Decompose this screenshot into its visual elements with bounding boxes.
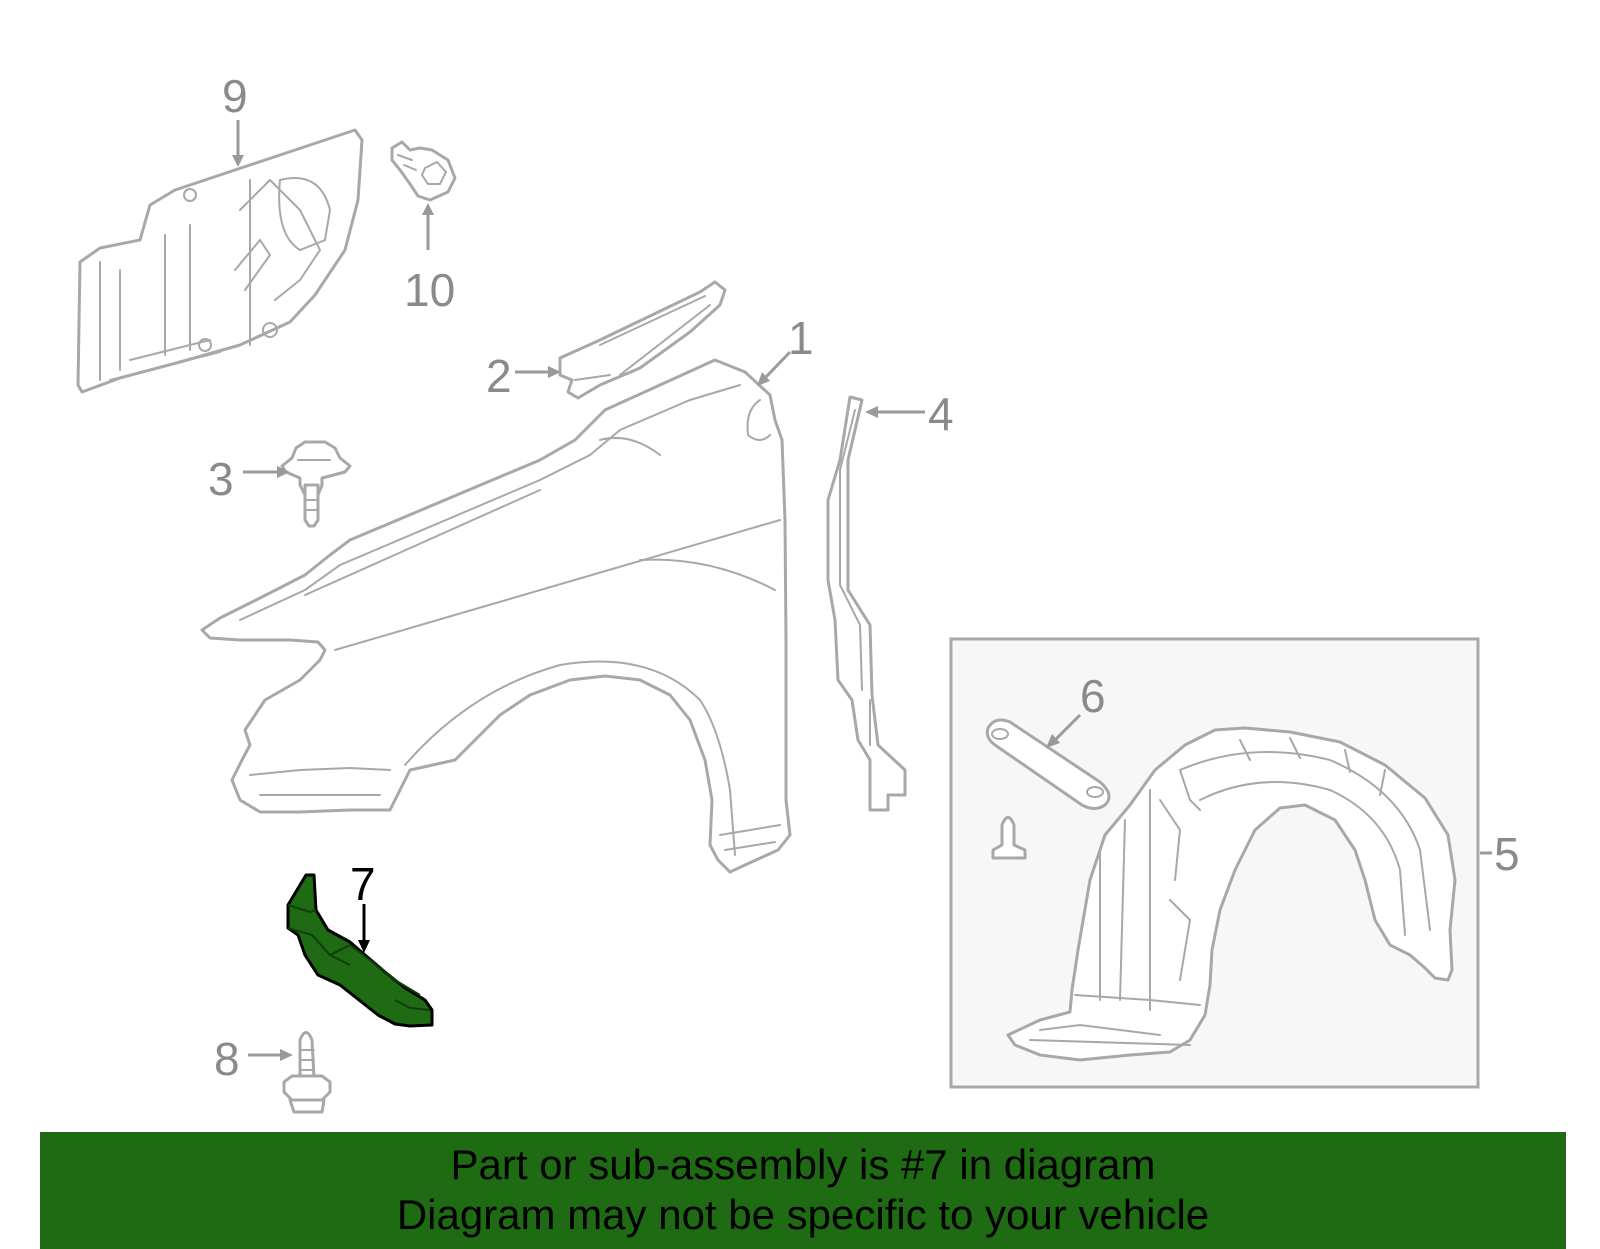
callout-3: 3 [208, 453, 234, 505]
callout-7: 7 [350, 858, 376, 910]
part-8-bolt [282, 1031, 332, 1114]
callout-10: 10 [404, 264, 455, 316]
leader-1 [763, 350, 792, 380]
banner-line-disclaimer: Diagram may not be specific to your vehi… [396, 1191, 1210, 1238]
part-7-bracket-highlighted [286, 873, 434, 1028]
part-2-fender-seal [558, 280, 727, 400]
part-1-fender [200, 358, 792, 874]
callout-9: 9 [222, 70, 248, 122]
callout-numbers: 9 10 2 1 3 4 5 6 7 8 [208, 70, 1520, 1085]
leader-6 [1053, 713, 1082, 742]
part-3-bolt [280, 440, 352, 528]
callout-8: 8 [214, 1033, 240, 1085]
callout-1: 1 [788, 312, 814, 364]
callout-5: 5 [1494, 828, 1520, 880]
part-5-fender-liner [1006, 726, 1457, 1062]
callout-4: 4 [928, 388, 954, 440]
part-6-strap [985, 718, 1111, 810]
kit-clip [991, 816, 1027, 860]
kit-box [949, 637, 1480, 1089]
part-9-splash-shield [76, 128, 364, 394]
callout-2: 2 [486, 350, 512, 402]
part-4-seal-strip [826, 395, 907, 812]
part-10-clip [390, 140, 457, 202]
callout-6: 6 [1080, 670, 1106, 722]
banner-line-part-number: Part or sub-assembly is #7 in diagram [450, 1141, 1156, 1188]
leader-lines [232, 120, 1492, 1061]
info-banner: Part or sub-assembly is #7 in diagram Di… [40, 1132, 1566, 1249]
